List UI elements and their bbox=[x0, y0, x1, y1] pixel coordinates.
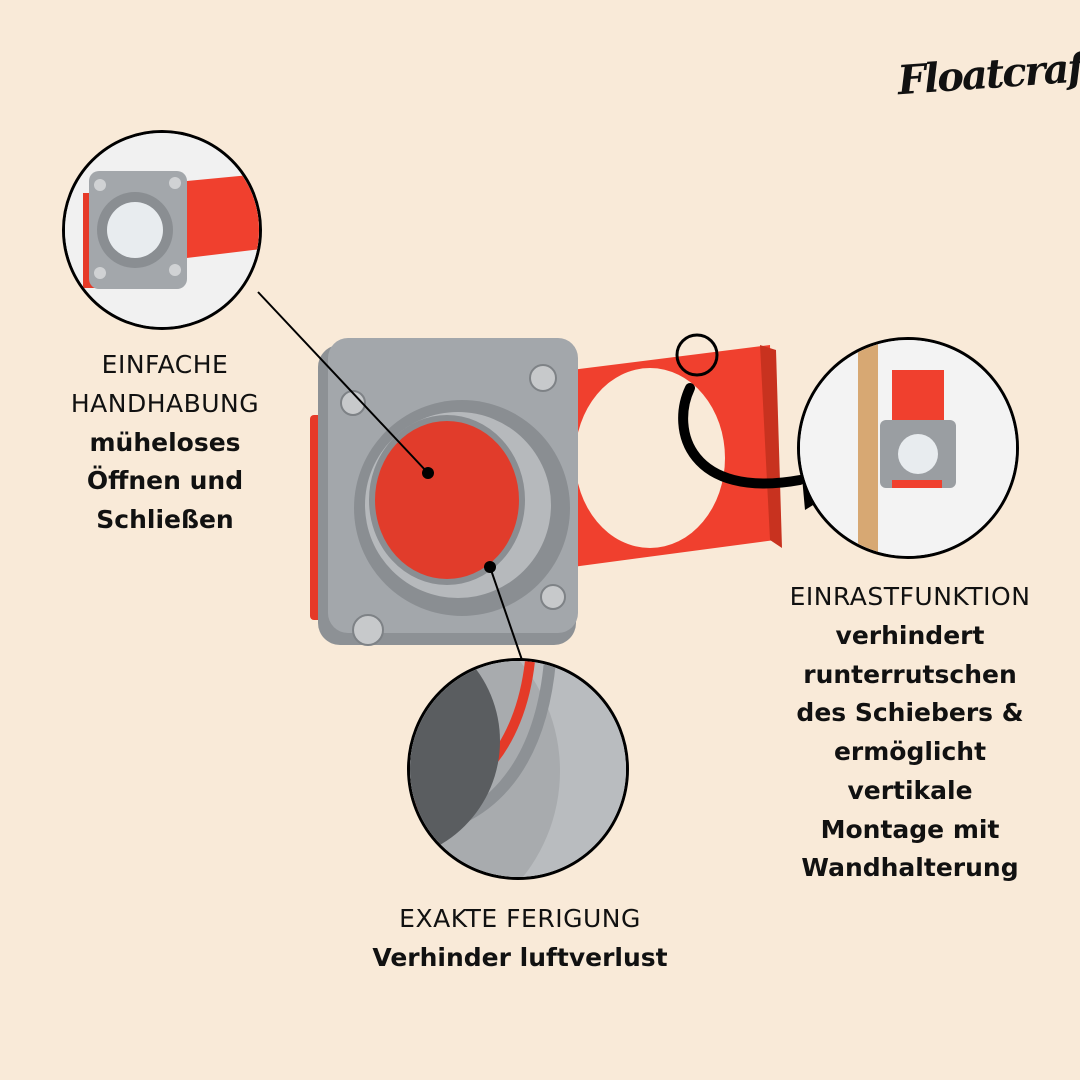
feature-text-line: müheloses bbox=[89, 427, 241, 457]
feature-text-line: vertikale bbox=[847, 775, 973, 805]
feature-title: EINRASTFUNKTION bbox=[789, 582, 1031, 611]
arrow-icon bbox=[678, 383, 805, 489]
feature-title: EINFACHE bbox=[101, 350, 229, 379]
gate-housing bbox=[318, 338, 578, 646]
feature-precision-caption: EXAKTE FERIGUNG Verhinder luftverlust bbox=[340, 900, 700, 978]
feature-text-line: Schließen bbox=[96, 505, 234, 534]
feature-text-line: verhindert bbox=[835, 620, 985, 650]
snap-highlight-ring bbox=[675, 333, 719, 377]
feature-title-line2: HANDHABUNG bbox=[70, 388, 260, 418]
detail-handling-image bbox=[65, 133, 259, 327]
detail-circle-handling bbox=[62, 130, 262, 330]
feature-text-line: Verhinder luftverlust bbox=[372, 942, 668, 972]
feature-text-line: des Schiebers & bbox=[796, 698, 1024, 728]
callout-line-1 bbox=[257, 291, 429, 474]
feature-handling-caption: EINFACHE HANDHABUNG müheloses Öffnen und… bbox=[40, 346, 290, 540]
feature-text-line: Wandhalterung bbox=[801, 853, 1019, 883]
feature-title: EXAKTE FERIGUNG bbox=[399, 904, 641, 933]
feature-text-line: ermöglicht bbox=[833, 737, 987, 766]
detail-circle-precision bbox=[407, 658, 629, 880]
feature-text-line: Öffnen und bbox=[86, 466, 244, 496]
feature-text-line: Montage mit bbox=[820, 814, 1000, 844]
detail-precision-image bbox=[410, 661, 626, 877]
detail-wall-mount-image bbox=[800, 340, 1016, 556]
feature-text-line: runterrutschen bbox=[803, 659, 1017, 689]
detail-circle-wall-mount bbox=[797, 337, 1019, 559]
callout-line-2 bbox=[489, 566, 523, 661]
feature-snap-caption: EINRASTFUNKTION verhindert runterrutsche… bbox=[760, 578, 1060, 888]
brand-logo: Floatcraft bbox=[896, 43, 1080, 105]
